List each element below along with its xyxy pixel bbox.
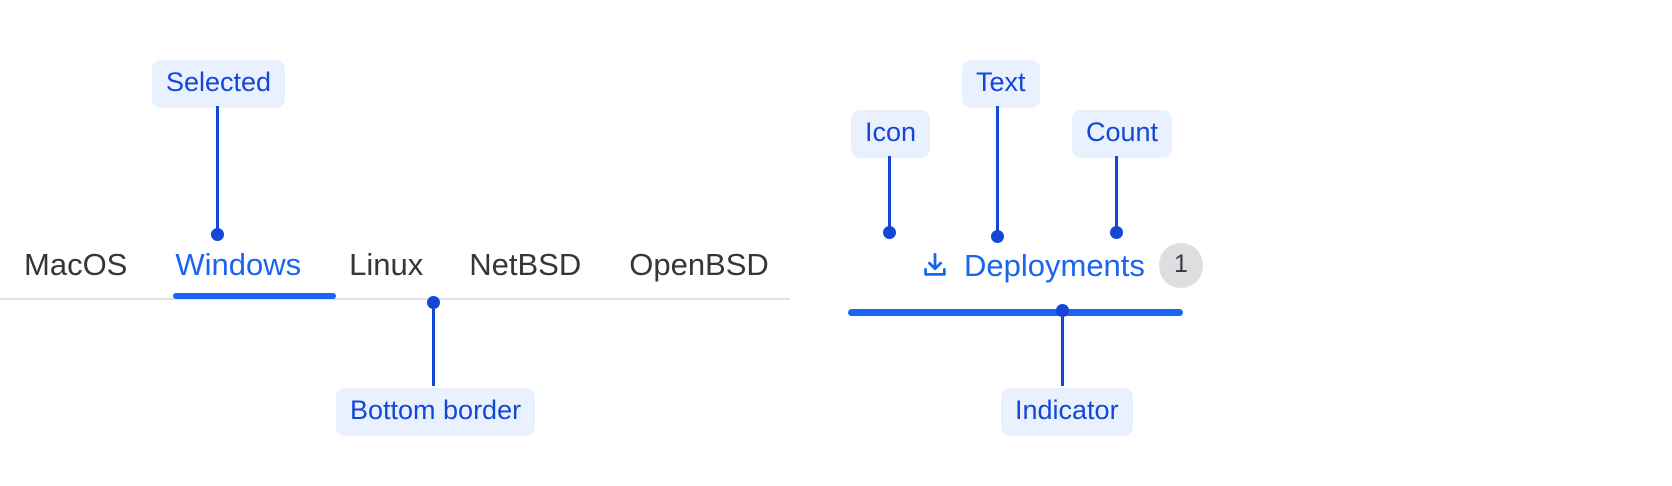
leader-line-icon xyxy=(888,156,891,232)
tab-selected-underline xyxy=(173,293,337,299)
tab-label: Linux xyxy=(349,247,424,282)
tab-netbsd[interactable]: NetBSD xyxy=(469,243,581,287)
tab-label: MacOS xyxy=(24,247,128,282)
tab-deployments-count-badge: 1 xyxy=(1158,242,1203,288)
callout-indicator: Indicator xyxy=(1001,388,1133,436)
callout-selected: Selected xyxy=(152,60,286,108)
callout-icon: Icon xyxy=(851,110,931,158)
leader-line-count xyxy=(1115,156,1118,232)
tab-selected-indicator xyxy=(848,309,1183,316)
callout-bottom-border: Bottom border xyxy=(336,388,536,436)
tab-deployments-label: Deployments xyxy=(964,247,1145,283)
download-icon xyxy=(920,250,950,280)
leader-line-text xyxy=(996,106,999,236)
tab-list: MacOS Windows Linux NetBSD OpenBSD xyxy=(0,243,769,299)
leader-dot-selected xyxy=(211,228,224,241)
tab-deployments-content: Deployments 1 xyxy=(920,242,1203,288)
tab-openbsd[interactable]: OpenBSD xyxy=(629,243,769,287)
leader-line-selected xyxy=(216,106,219,234)
leader-dot-icon xyxy=(883,226,896,239)
tab-label: NetBSD xyxy=(469,247,582,282)
tab-label: Windows xyxy=(175,247,302,282)
tab-bar-bottom-border xyxy=(0,298,790,300)
tab-label: OpenBSD xyxy=(629,247,769,282)
callout-count: Count xyxy=(1072,110,1173,158)
tab-bar-left: MacOS Windows Linux NetBSD OpenBSD xyxy=(0,243,790,313)
callout-text: Text xyxy=(962,60,1040,108)
leader-line-indicator xyxy=(1061,310,1064,386)
tab-deployments[interactable]: Deployments 1 xyxy=(848,242,1203,316)
tab-linux[interactable]: Linux xyxy=(349,243,423,287)
tab-macos[interactable]: MacOS xyxy=(24,243,127,287)
leader-dot-text xyxy=(991,230,1004,243)
leader-dot-count xyxy=(1110,226,1123,239)
tab-windows[interactable]: Windows xyxy=(173,243,337,299)
leader-line-bottom-border xyxy=(432,302,435,386)
